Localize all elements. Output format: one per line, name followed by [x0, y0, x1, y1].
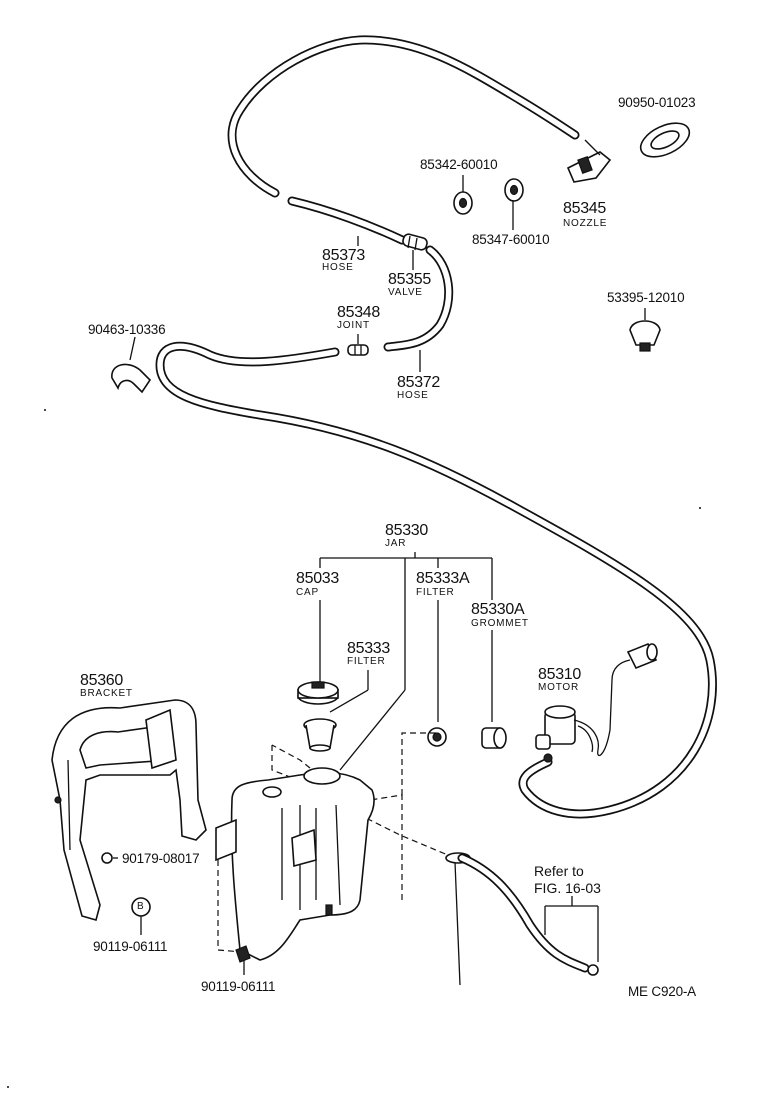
label-90119-06111-bottom: 90119-06111: [201, 979, 276, 994]
label-85348: 85348: [337, 304, 380, 321]
clip-90463: [111, 336, 152, 394]
upper-hose-loop: [227, 35, 580, 198]
label-fig-16-03: FIG. 16-03: [534, 880, 601, 896]
cap-85033: [297, 681, 339, 705]
label-85355: 85355: [388, 271, 431, 288]
label-85310-motor: MOTOR: [538, 682, 580, 693]
label-85333A: 85333A: [416, 570, 470, 587]
label-85333-filter: FILTER: [347, 656, 386, 667]
hose-85373: [287, 196, 407, 245]
long-hose: [155, 341, 717, 819]
bolt-90179: [101, 852, 118, 864]
hose-85372: [383, 245, 454, 352]
sensor-pipe: [445, 852, 599, 986]
plug-53395: [629, 308, 661, 352]
label-85360-bracket: BRACKET: [80, 688, 133, 699]
label-90119-06111-left: 90119-06111: [93, 939, 168, 954]
bracket-85360: [51, 699, 207, 921]
label-90463-10336: 90463-10336: [88, 322, 166, 337]
label-85373-hose: HOSE: [322, 262, 354, 273]
grommet-85330A: [481, 727, 507, 749]
joint-85348: [347, 344, 369, 356]
label-85355-valve: VALVE: [388, 287, 423, 298]
label-85347-60010: 85347-60010: [472, 232, 550, 247]
label-85033: 85033: [296, 570, 339, 587]
refer-leader: [544, 896, 599, 962]
label-85333A-filter: FILTER: [416, 587, 455, 598]
label-85360: 85360: [80, 672, 123, 689]
bolt-b-90119: [131, 897, 151, 935]
filter-85333: [303, 718, 337, 752]
motor-85310: [535, 642, 658, 763]
label-85372-hose: HOSE: [397, 390, 429, 401]
filter-85333A: [427, 727, 447, 747]
label-85330A: 85330A: [471, 601, 525, 618]
washer-85342: [453, 175, 473, 215]
label-85348-joint: JOINT: [337, 320, 370, 331]
label-85345-nozzle: NOZZLE: [563, 218, 608, 229]
label-85310: 85310: [538, 666, 581, 683]
label-85373: 85373: [322, 247, 365, 264]
nozzle-85345: [566, 139, 612, 183]
label-85345: 85345: [563, 200, 606, 217]
label-figure-code: ME C920-A: [628, 984, 696, 999]
label-85033-cap: CAP: [296, 587, 319, 598]
label-85330-jar: JAR: [385, 538, 407, 549]
screw-90119: [235, 945, 251, 975]
label-85342-60010: 85342-60010: [420, 157, 498, 172]
valve-85355: [402, 233, 428, 251]
label-53395-12010: 53395-12010: [607, 290, 685, 305]
label-85330: 85330: [385, 522, 428, 539]
label-90179-08017: 90179-08017: [122, 851, 200, 866]
jar-leader-tree: [319, 552, 493, 771]
label-85333: 85333: [347, 640, 390, 657]
label-85330A-grommet: GROMMET: [471, 618, 529, 629]
grommet-90950: [639, 122, 691, 158]
label-90950-01023: 90950-01023: [618, 95, 696, 110]
jar-85330: [215, 767, 375, 961]
label-refer-to: Refer to: [534, 863, 584, 879]
washer-85347: [504, 178, 524, 202]
label-bolt-b: B: [137, 901, 144, 912]
label-85372: 85372: [397, 374, 440, 391]
